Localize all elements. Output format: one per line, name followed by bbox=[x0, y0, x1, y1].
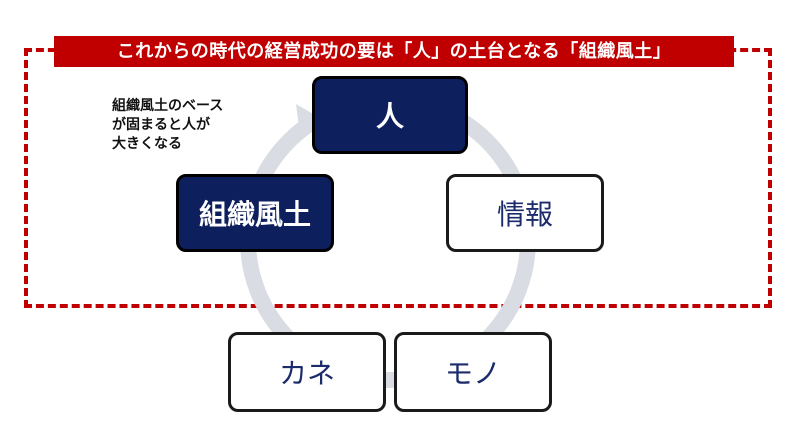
cycle-arrowhead-icon bbox=[296, 104, 322, 136]
node-mono: モノ bbox=[394, 332, 552, 412]
page-title: これからの時代の経営成功の要は「人」の土台となる「組織風土」 bbox=[54, 36, 734, 67]
annotation-line-2: が固まると人が bbox=[112, 117, 210, 133]
annotation-line-3: 大きくなる bbox=[112, 136, 182, 152]
annotation-note: 組織風土のベース が固まると人が 大きくなる bbox=[112, 97, 282, 154]
annotation-line-1: 組織風土のベース bbox=[112, 98, 224, 114]
node-soshiki-fudo: 組織風土 bbox=[176, 174, 334, 252]
node-kane: カネ bbox=[228, 332, 386, 412]
node-joho: 情報 bbox=[446, 174, 604, 252]
node-hito: 人 bbox=[312, 76, 468, 154]
